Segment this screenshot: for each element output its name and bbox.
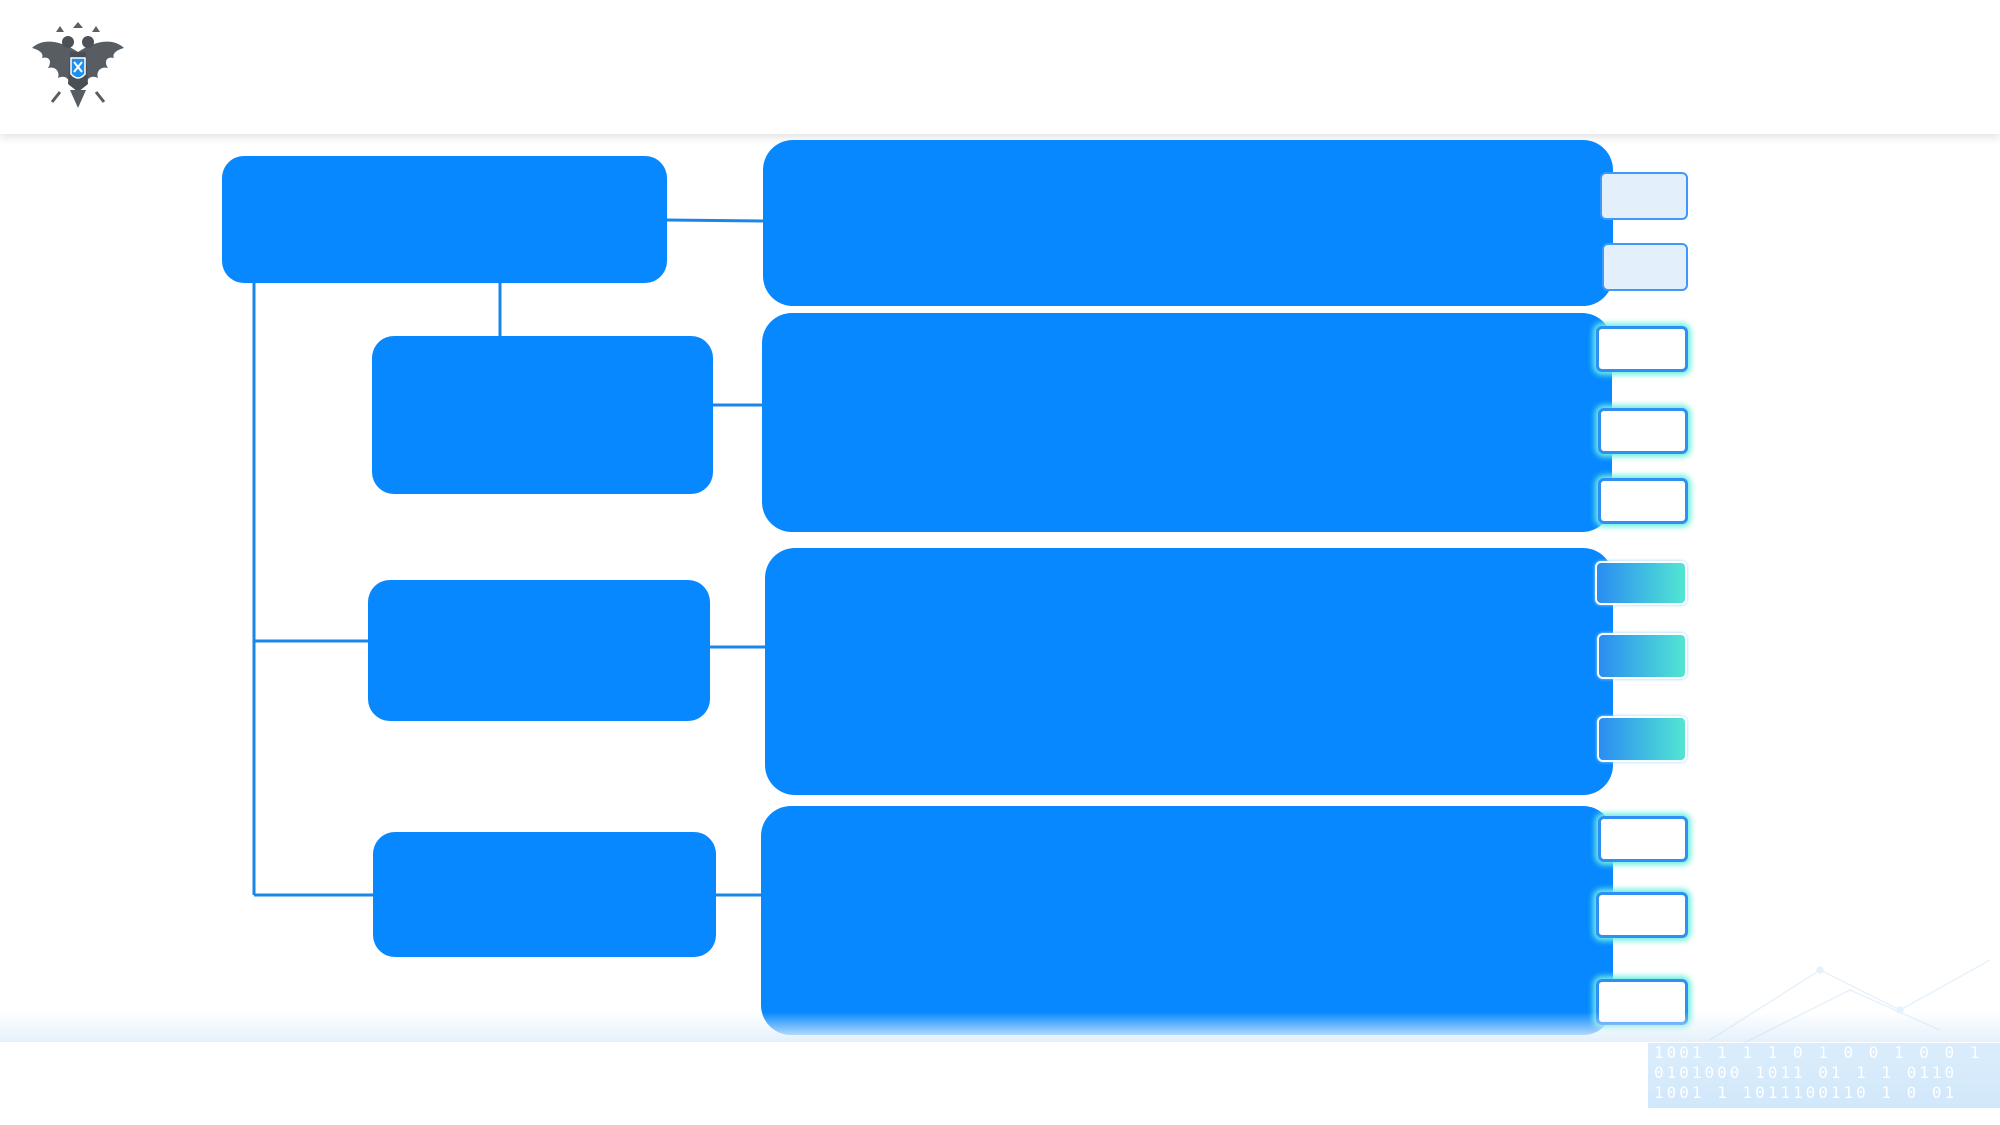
header-bar: [0, 0, 2000, 134]
chip-gradient: [1595, 561, 1687, 605]
left-box-second: [372, 336, 713, 494]
chip-glow: [1596, 326, 1688, 372]
footer-band: [0, 1012, 2000, 1042]
chip-glow: [1598, 816, 1688, 862]
binary-code-strip: 1001 1 1 1 0 1 0 0 1 0 0 1 0101000 1011 …: [1648, 1043, 2000, 1108]
chip-light: [1602, 243, 1688, 291]
right-panel-2: [762, 313, 1612, 532]
right-panel-1: [763, 140, 1613, 306]
left-box-third: [368, 580, 710, 721]
circuit-decoration-icon: [1709, 959, 1991, 1046]
chip-glow: [1596, 892, 1688, 938]
binary-line: 0101000 1011 01 1 1 0110: [1654, 1063, 1958, 1082]
chip-glow: [1598, 478, 1688, 524]
chip-gradient: [1597, 716, 1687, 762]
connector-line: [666, 218, 766, 223]
right-panel-3: [765, 548, 1613, 795]
double-headed-eagle-emblem-icon: [32, 22, 124, 108]
left-box-fourth: [373, 832, 716, 957]
left-box-top: [222, 156, 667, 283]
binary-line: 1001 1 1 1 0 1 0 0 1 0 0 1: [1654, 1043, 1983, 1062]
chip-glow: [1598, 408, 1688, 454]
binary-line: 1001 1 1011100110 1 0 01: [1654, 1083, 1958, 1102]
right-panel-4: [761, 806, 1613, 1035]
chip-gradient: [1597, 633, 1687, 679]
chip-light: [1600, 172, 1688, 220]
